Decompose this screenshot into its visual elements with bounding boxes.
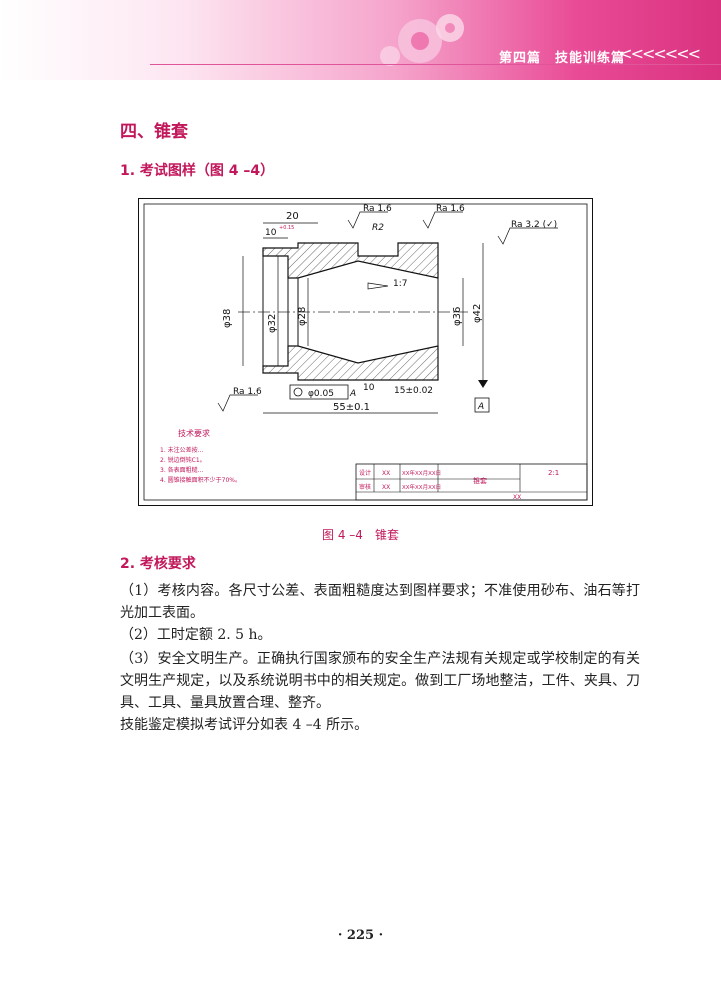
requirement-4: 技能鉴定模拟考试评分如表 4 –4 所示。	[120, 717, 369, 733]
requirement-1: （1）考核内容。各尺寸公差、表面粗糙度达到图样要求；不准使用砂布、油石等打光加工…	[120, 583, 640, 621]
dim-10-bottom: 10	[363, 383, 375, 393]
taper-1-7: 1:7	[393, 279, 407, 289]
tb-scale: 2:1	[548, 469, 559, 477]
requirement-2: （2）工时定额 2. 5 h。	[120, 627, 272, 643]
tb-date1: XX年XX月XX日	[402, 469, 441, 477]
tech-req-3: 3. 各表面粗糙…	[160, 466, 204, 474]
tb-org: XX	[513, 494, 521, 501]
figure-caption: 图 4 –4 锥套	[322, 528, 399, 542]
tech-req-4: 4. 圆锥接触面积不少于70%。	[160, 476, 241, 484]
ra-top-left: Ra 1.6	[363, 204, 392, 214]
dia-38: φ38	[222, 309, 233, 328]
ra-bottom-left: Ra 1.6	[233, 387, 262, 397]
runout-datum: A	[349, 389, 356, 399]
gear-decoration-icon	[380, 14, 464, 66]
dim-20: 20	[286, 211, 299, 222]
dim-10: 10	[265, 228, 277, 238]
radius-r2: R2	[372, 223, 384, 233]
page-number: · 225 ·	[337, 928, 384, 943]
requirements-title: 2. 考核要求	[120, 556, 196, 572]
runout-tol: φ0.05	[308, 389, 334, 399]
header-rule	[150, 64, 721, 65]
ra-top-right: Ra 1.6	[436, 204, 465, 214]
dim-10-tol: +0.15	[279, 225, 294, 231]
dia-28: φ28	[297, 307, 308, 326]
running-header: 第四篇 技能训练篇	[498, 51, 625, 66]
dim-15: 15±0.02	[394, 386, 433, 396]
tech-req-title: 技术要求	[178, 428, 210, 438]
subsection-title: 1. 考试图样（图 4 –4）	[120, 163, 275, 179]
requirement-3: （3）安全文明生产。正确执行国家颁布的安全生产法规有关规定或学校制定的有关文明生…	[120, 651, 640, 711]
tb-part-name: 锥套	[473, 476, 487, 485]
header-band	[0, 0, 721, 80]
section-title: 四、锥套	[120, 122, 188, 142]
tb-xx2: XX	[382, 484, 390, 491]
tech-req-1: 1. 未注公差按…	[160, 446, 204, 454]
dia-42: φ42	[472, 304, 483, 323]
dia-32: φ32	[267, 314, 278, 333]
dia-36: φ36	[452, 307, 463, 326]
tb-xx1: XX	[382, 470, 390, 477]
tb-date2: XX年XX月XX日	[402, 483, 441, 491]
dim-55: 55±0.1	[333, 402, 370, 413]
tb-check: 审核	[359, 483, 371, 491]
engineering-drawing: 20 10 +0.15 R2 Ra 1.6 Ra 1.6 Ra 3.2 (✓) …	[138, 198, 593, 506]
tb-design: 设计	[359, 469, 371, 477]
chevrons-icon: <<<<<<<	[619, 44, 701, 63]
tech-req-2: 2. 锐边倒钝C1。	[160, 456, 206, 464]
ra-general: Ra 3.2 (✓)	[511, 220, 557, 230]
datum-a: A	[477, 402, 484, 412]
